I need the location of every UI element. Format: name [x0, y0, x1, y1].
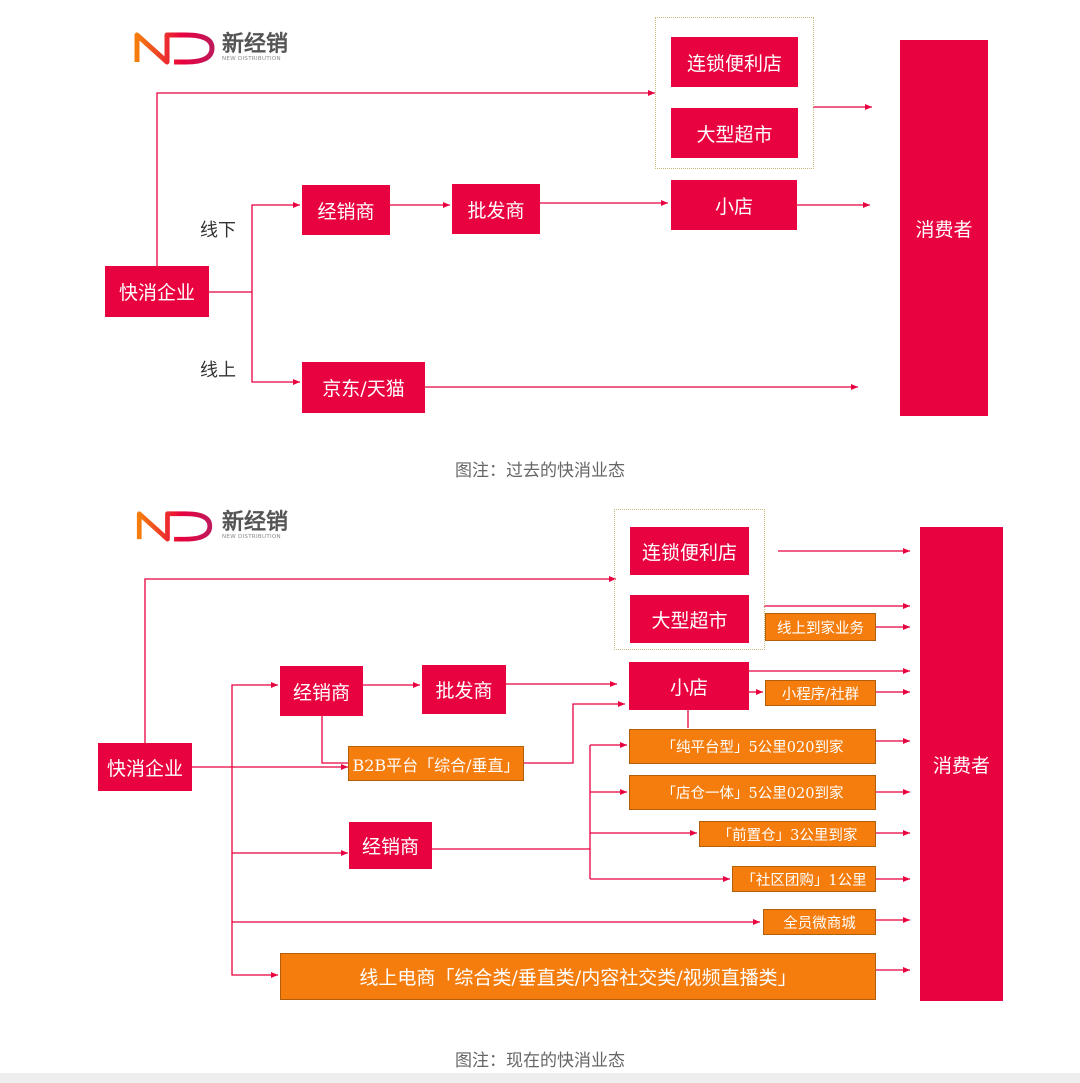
now-ecommerce-box: 线上电商「综合类/垂直类/内容社交类/视频直播类」 — [280, 953, 876, 1000]
connector-now-enterprise-to-retail — [144, 576, 616, 743]
now-store-warehouse-box: 「店仓一体」5公里020到家 — [629, 775, 876, 810]
past-enterprise-box: 快消企业 — [105, 266, 209, 317]
past-supermarket-box: 大型超市 — [671, 108, 798, 158]
past-wholesaler-box: 批发商 — [452, 184, 540, 234]
past-chain-store-box: 连锁便利店 — [671, 37, 798, 87]
connector-past-enterprise-to-retail — [156, 90, 655, 266]
past-offline-label: 线下 — [200, 220, 236, 241]
now-miniprogram-box: 小程序/社群 — [765, 680, 876, 706]
past-consumer-box: 消费者 — [900, 40, 988, 416]
past-distributor-box: 经销商 — [302, 185, 390, 235]
footer-bar — [0, 1073, 1080, 1083]
connector-now-b2b-shop — [524, 701, 625, 764]
now-distributor-2-box: 经销商 — [349, 822, 432, 869]
nd-logo-icon — [136, 511, 213, 542]
now-b2b-box: B2B平台「综合/垂直」 — [348, 746, 524, 781]
now-retail-group-frame — [614, 509, 765, 650]
now-distributor-1-box: 经销商 — [280, 666, 363, 716]
past-online-label: 线上 — [200, 360, 236, 381]
now-wholesaler-box: 批发商 — [422, 665, 506, 714]
connector-past-offline — [251, 202, 300, 292]
now-small-shop-box: 小店 — [629, 662, 749, 710]
now-caption: 图注：现在的快消业态 — [455, 1051, 625, 1071]
now-chain-store-box: 连锁便利店 — [630, 527, 749, 575]
logo-name: 新经销 — [222, 510, 289, 535]
brand-logo-2: 新经销 NEW DISTRIBUTION — [134, 510, 288, 542]
now-supermarket-box: 大型超市 — [630, 595, 749, 643]
past-caption: 图注：过去的快消业态 — [455, 461, 625, 481]
brand-logo: 新经销 NEW DISTRIBUTION — [134, 31, 288, 65]
now-all-staff-box: 全员微商城 — [763, 909, 876, 935]
connector-now-enterprise-spine — [231, 682, 278, 767]
connector-past-online — [251, 292, 300, 385]
connector-now-spine-down — [231, 767, 278, 978]
nd-logo-icon — [134, 32, 215, 65]
now-group-buy-box: 「社区团购」1公里 — [732, 866, 876, 892]
now-enterprise-box: 快消企业 — [98, 743, 192, 791]
now-front-warehouse-box: 「前置仓」3公里到家 — [699, 821, 876, 847]
logo-name: 新经销 — [222, 32, 289, 57]
past-jd-tmall-box: 京东/天猫 — [302, 362, 425, 413]
now-online-home-box: 线上到家业务 — [765, 613, 876, 641]
now-pure-platform-box: 「纯平台型」5公里020到家 — [629, 729, 876, 764]
now-consumer-box: 消费者 — [920, 527, 1003, 1001]
logo-subtitle: NEW DISTRIBUTION — [222, 534, 281, 540]
past-retail-group-frame — [655, 17, 814, 169]
logo-subtitle: NEW DISTRIBUTION — [222, 56, 281, 62]
connector-now-distributor-b2b — [321, 716, 348, 764]
past-small-shop-box: 小店 — [671, 180, 797, 230]
